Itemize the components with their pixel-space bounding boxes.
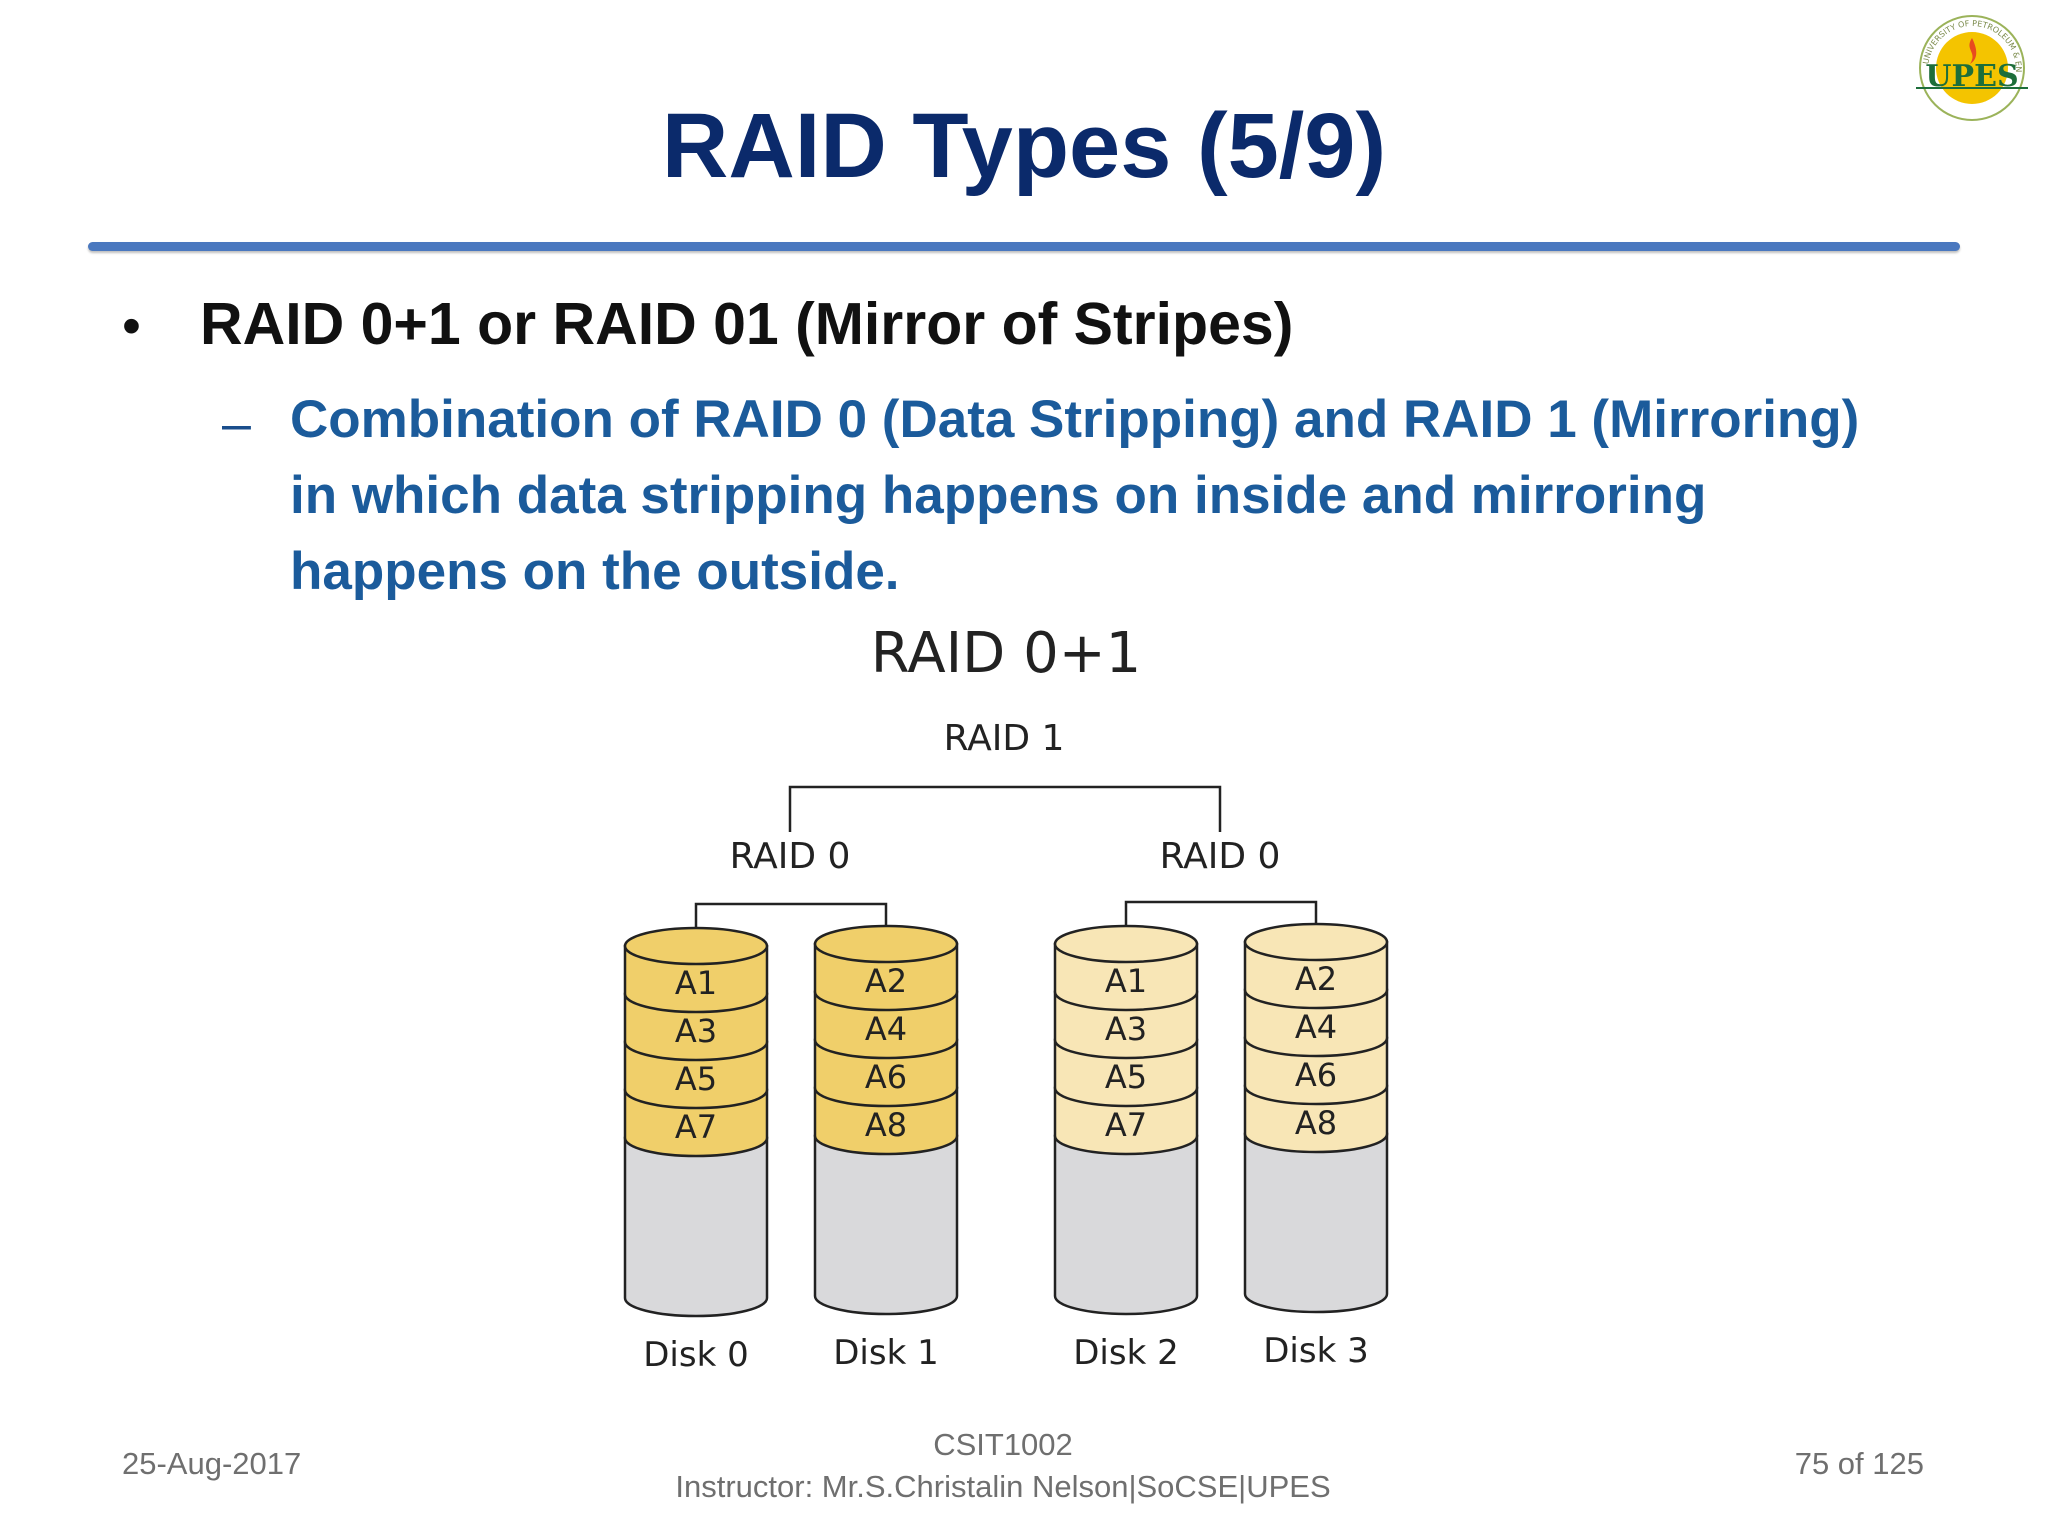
block-label: A2 [1295, 960, 1337, 998]
disk-top [623, 926, 769, 966]
slide-title: RAID Types (5/9) [661, 95, 1387, 197]
disk-body [623, 1136, 769, 1318]
disk-label: Disk 0 [643, 1335, 748, 1375]
block-label: A5 [675, 1060, 717, 1098]
footer-date: 25-Aug-2017 [122, 1446, 302, 1481]
footer-instructor: Instructor: Mr.S.Christalin Nelson|SoCSE… [675, 1469, 1331, 1504]
footer-center: CSIT1002 Instructor: Mr.S.Christalin Nel… [0, 1424, 2006, 1508]
disk-top [813, 924, 959, 964]
block-label: A1 [1105, 962, 1147, 1000]
disk-body [1053, 1134, 1199, 1316]
diagram-title: RAID 0+1 [871, 621, 1142, 686]
disk-top [1243, 922, 1389, 962]
raid0-connector-left [694, 902, 888, 930]
block-label: A6 [865, 1058, 907, 1096]
block-label: A3 [1105, 1010, 1147, 1048]
block-label: A8 [865, 1106, 907, 1144]
block-label: A3 [675, 1012, 717, 1050]
bullet-heading: RAID 0+1 or RAID 01 (Mirror of Stripes) [200, 291, 1294, 357]
disk-label: Disk 2 [1073, 1333, 1178, 1373]
sub-bullet-marker: – [222, 395, 251, 453]
block-label: A5 [1105, 1058, 1147, 1096]
university-logo-icon: UNIVERSITY OF PETROLEUM & ENERGY STUDIES… [1908, 6, 2028, 121]
sub-bullet-line: happens on the outside. [290, 542, 900, 601]
block-label: A6 [1295, 1056, 1337, 1094]
footer-course: CSIT1002 [933, 1427, 1073, 1462]
block-label: A7 [675, 1108, 717, 1146]
disk-body [813, 1134, 959, 1316]
disk-label: Disk 1 [833, 1333, 938, 1373]
footer-page-number: 75 of 125 [1794, 1446, 1924, 1481]
block-label: A4 [1295, 1008, 1337, 1046]
raid0-label-right: RAID 0 [1160, 836, 1281, 877]
raid-0-plus-1-diagram: RAID 0+1 RAID 1 RAID 0 RAID 0 A7 A5 A3 A1Di… [623, 621, 1389, 1375]
sub-bullet-line: in which data stripping happens on insid… [290, 466, 1707, 525]
disk-label: Disk 3 [1263, 1331, 1368, 1371]
block-label: A4 [865, 1010, 907, 1048]
sub-bullet-text: Combination of RAID 0 (Data Stripping) a… [290, 382, 1970, 610]
block-label: A7 [1105, 1106, 1147, 1144]
bullet-marker: • [122, 296, 141, 356]
block-label: A1 [675, 964, 717, 1002]
disk-body [1243, 1132, 1389, 1314]
raid0-label-left: RAID 0 [730, 836, 851, 877]
title-divider [88, 242, 1960, 251]
raid1-label: RAID 1 [944, 718, 1065, 759]
block-label: A8 [1295, 1104, 1337, 1142]
sub-bullet-line: Combination of RAID 0 (Data Stripping) a… [290, 390, 1860, 449]
raid1-connector [788, 785, 1222, 832]
block-label: A2 [865, 962, 907, 1000]
disk-top [1053, 924, 1199, 964]
raid0-connector-right [1124, 900, 1318, 928]
